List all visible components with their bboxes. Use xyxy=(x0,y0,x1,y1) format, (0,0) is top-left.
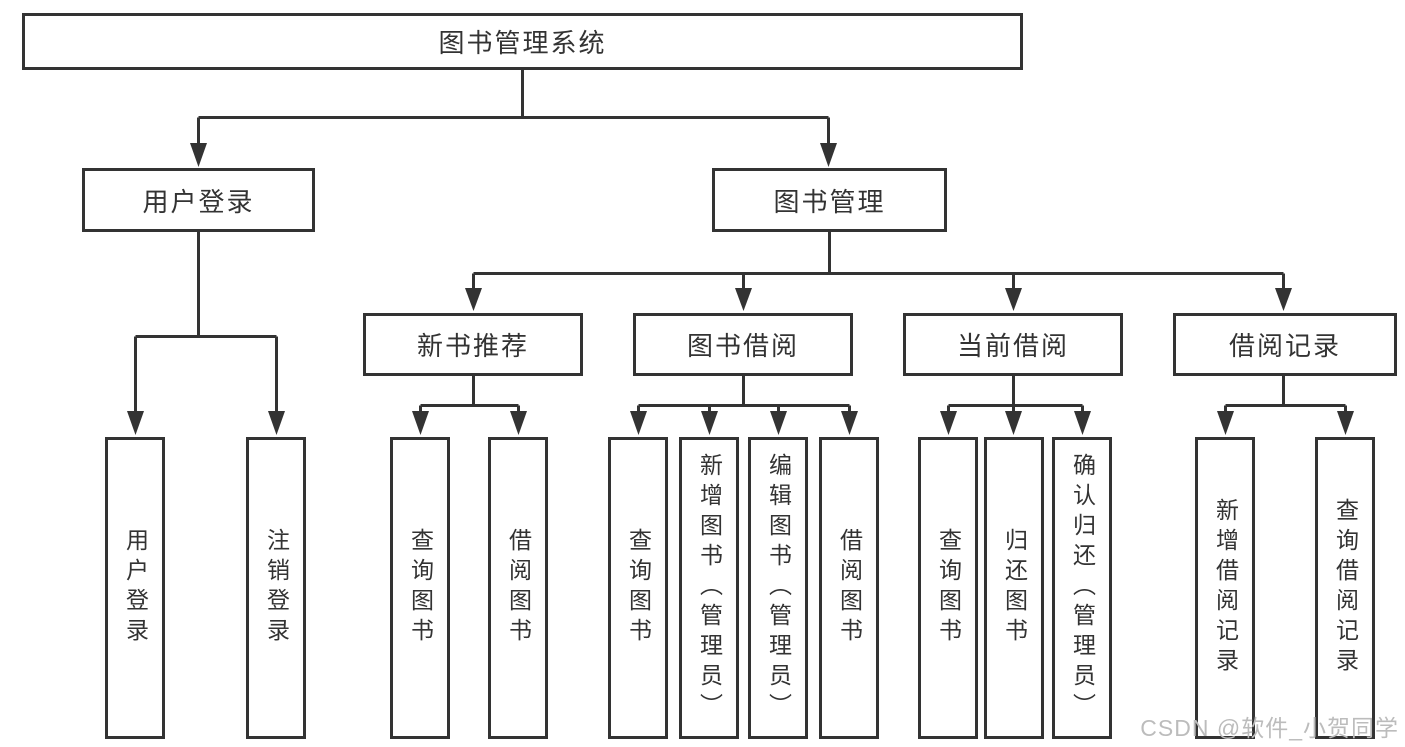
connector-current-borrowing-to-leaves xyxy=(940,376,1091,435)
node-label: 查询借阅记录 xyxy=(1332,498,1359,678)
arrowhead-icon xyxy=(820,143,837,167)
leaf-current-query-books: 查询图书 xyxy=(918,437,978,739)
arrowhead-icon xyxy=(841,411,858,435)
node-user-login: 用户登录 xyxy=(82,168,315,232)
arrowhead-icon xyxy=(940,411,957,435)
node-label: 查询图书 xyxy=(625,528,652,648)
arrowhead-icon xyxy=(735,288,752,311)
leaf-logout: 注销登录 xyxy=(246,437,306,739)
arrowhead-icon xyxy=(1217,411,1234,435)
connector-book-borrowing-to-leaves xyxy=(630,376,858,435)
arrowhead-icon xyxy=(701,411,718,435)
leaf-borrowing-borrow-books: 借阅图书 xyxy=(819,437,879,739)
leaf-borrowing-query-books: 查询图书 xyxy=(608,437,668,739)
arrowhead-icon xyxy=(268,411,285,435)
arrowhead-icon xyxy=(770,411,787,435)
connector-new-book-recommendation-to-leaves xyxy=(412,376,527,435)
leaf-recommend-query-books: 查询图书 xyxy=(390,437,450,739)
node-label: 借阅记录 xyxy=(1228,331,1341,361)
node-label: 图书借阅 xyxy=(686,331,799,361)
arrowhead-icon xyxy=(127,411,144,435)
leaf-records-query-record: 查询借阅记录 xyxy=(1315,437,1375,739)
node-label: 新书推荐 xyxy=(416,331,529,361)
node-borrowing-records: 借阅记录 xyxy=(1173,313,1397,376)
node-label: 确认归还（管理员） xyxy=(1069,453,1096,723)
node-label: 用户登录 xyxy=(122,528,149,648)
node-new-book-recommendation: 新书推荐 xyxy=(363,313,583,376)
arrowhead-icon xyxy=(412,411,429,435)
connector-borrowing-records-to-leaves xyxy=(1217,376,1354,435)
node-label: 归还图书 xyxy=(1001,528,1028,648)
node-label: 借阅图书 xyxy=(505,528,532,648)
arrowhead-icon xyxy=(1005,288,1022,311)
arrowhead-icon xyxy=(1337,411,1354,435)
connector-book-management-to-level3 xyxy=(465,232,1292,311)
leaf-records-add-record: 新增借阅记录 xyxy=(1195,437,1255,739)
arrowhead-icon xyxy=(1005,411,1022,435)
node-label: 借阅图书 xyxy=(836,528,863,648)
arrowhead-icon xyxy=(190,143,207,167)
node-current-borrowing: 当前借阅 xyxy=(903,313,1123,376)
node-label: 查询图书 xyxy=(407,528,434,648)
leaf-user-login: 用户登录 xyxy=(105,437,165,739)
arrowhead-icon xyxy=(1074,411,1091,435)
leaf-borrowing-add-books-admin: 新增图书（管理员） xyxy=(679,437,739,739)
node-label: 用户登录 xyxy=(142,186,255,217)
node-root-system: 图书管理系统 xyxy=(22,13,1023,70)
node-label: 图书管理 xyxy=(773,186,886,217)
node-label: 查询图书 xyxy=(935,528,962,648)
node-book-borrowing: 图书借阅 xyxy=(633,313,853,376)
arrowhead-icon xyxy=(510,411,527,435)
connector-user-login-to-leaves xyxy=(127,232,285,435)
node-label: 新增借阅记录 xyxy=(1212,498,1239,678)
arrowhead-icon xyxy=(465,288,482,311)
csdn-watermark: CSDN @软件_小贺同学 xyxy=(1140,715,1399,741)
connector-root-to-level2 xyxy=(190,69,837,167)
leaf-current-confirm-return-admin: 确认归还（管理员） xyxy=(1052,437,1112,739)
node-label: 注销登录 xyxy=(263,528,290,648)
node-label: 编辑图书（管理员） xyxy=(765,453,792,723)
node-label: 当前借阅 xyxy=(956,331,1069,361)
leaf-current-return-books: 归还图书 xyxy=(984,437,1044,739)
arrowhead-icon xyxy=(1275,288,1292,311)
arrowhead-icon xyxy=(630,411,647,435)
node-label: 图书管理系统 xyxy=(438,28,607,58)
node-book-management: 图书管理 xyxy=(712,168,947,232)
leaf-borrowing-edit-books-admin: 编辑图书（管理员） xyxy=(748,437,808,739)
leaf-recommend-borrow-books: 借阅图书 xyxy=(488,437,548,739)
node-label: 新增图书（管理员） xyxy=(696,453,723,723)
